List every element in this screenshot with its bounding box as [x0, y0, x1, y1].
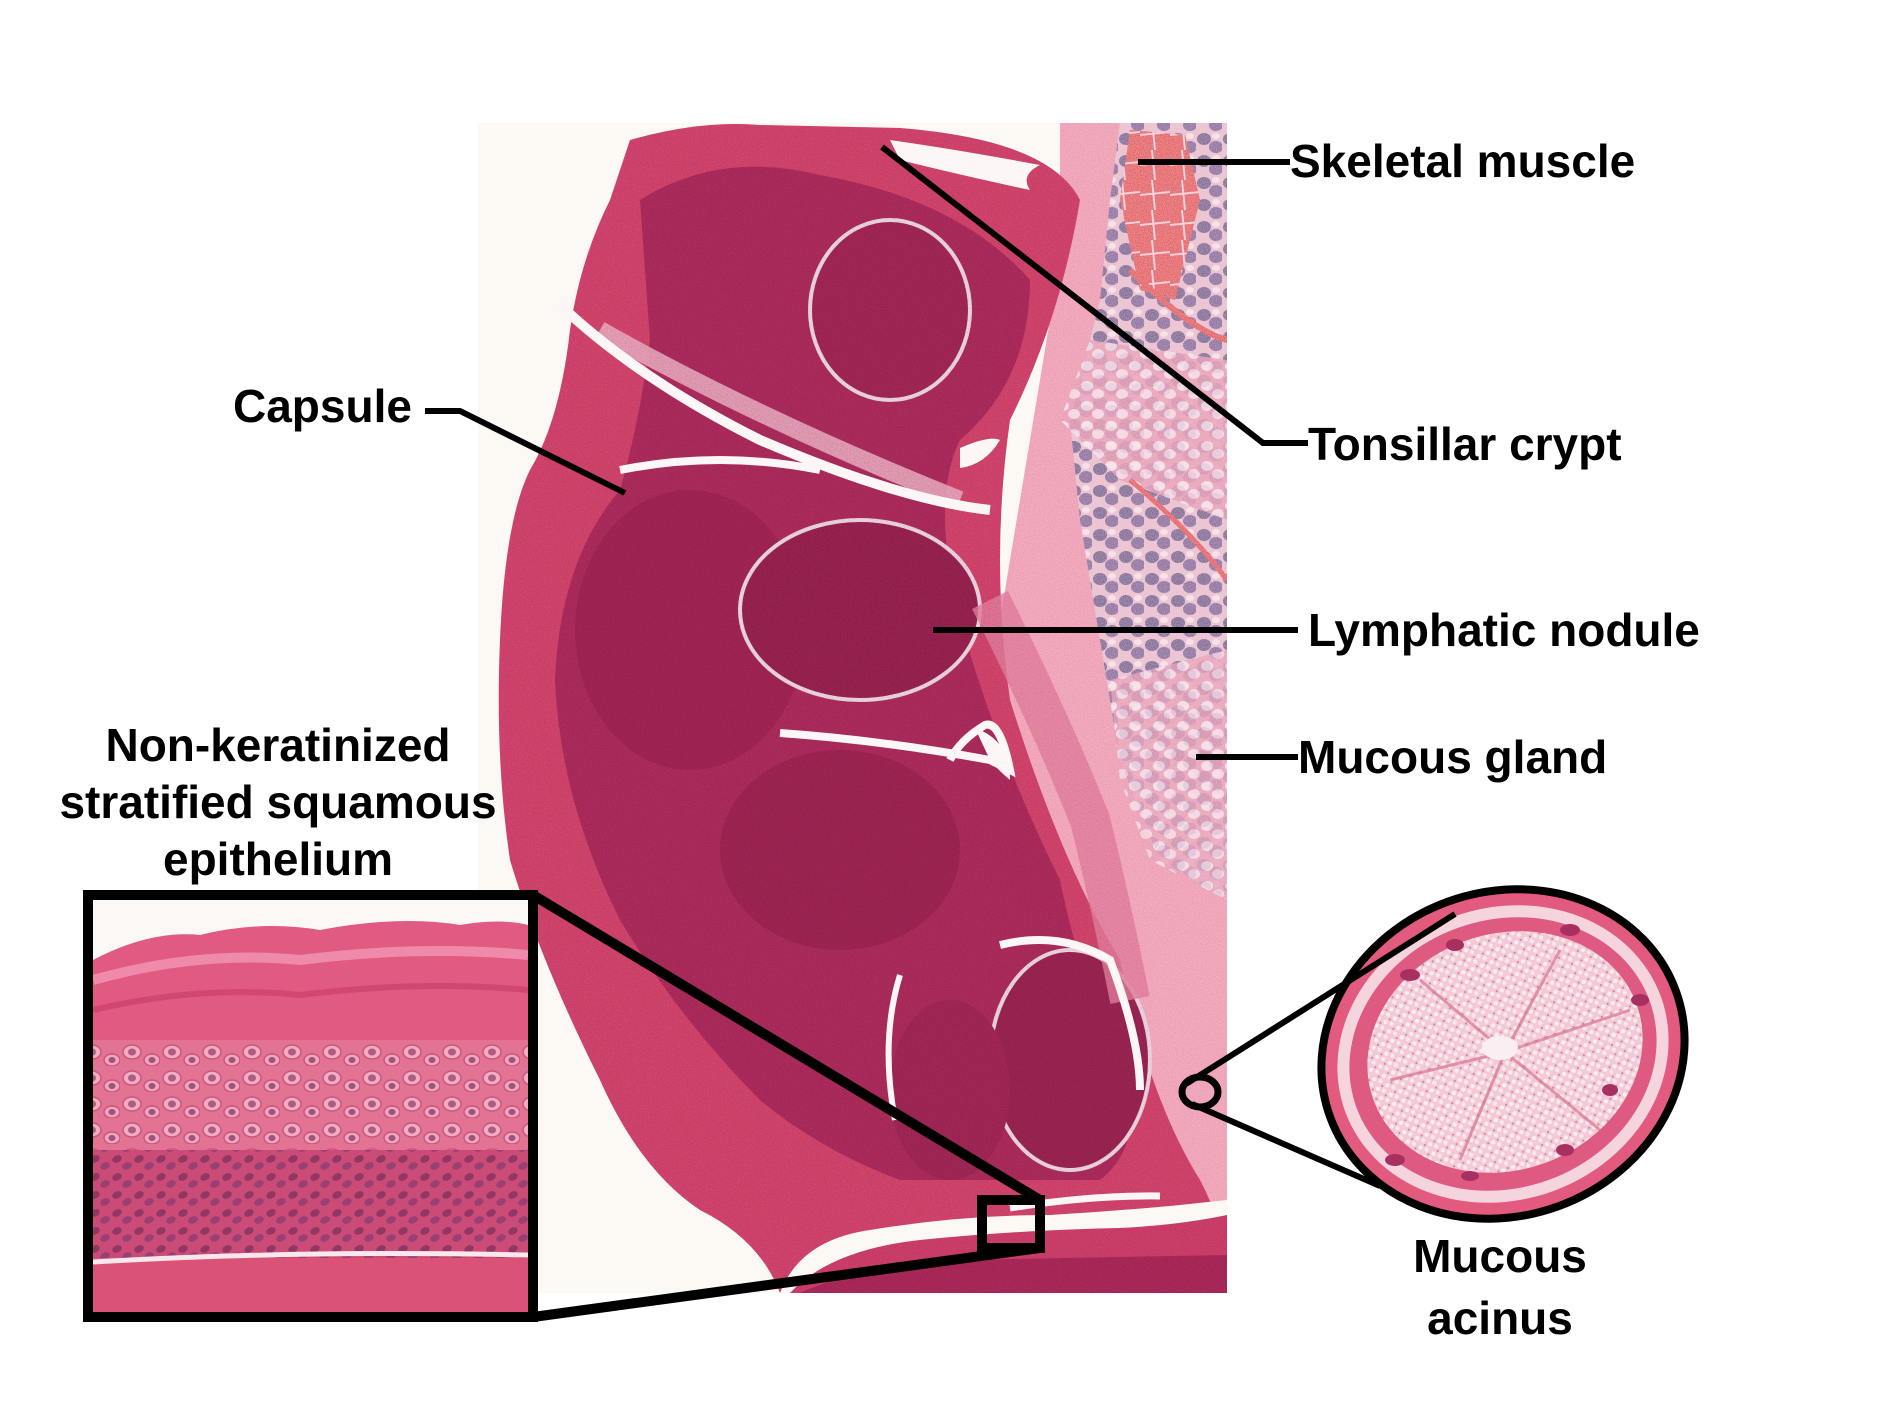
tissue-section-image — [478, 123, 1227, 1293]
capsule-leader-line — [425, 408, 627, 496]
acinus-inset-frame — [1317, 885, 1689, 1223]
epithelium-inset-image — [93, 900, 528, 1312]
acinus-connector-bottom — [1190, 1101, 1382, 1189]
label-skeletal-muscle: Skeletal muscle — [1290, 135, 1636, 187]
label-mucous-gland: Mucous gland — [1298, 731, 1608, 783]
label-epithelium: Non-keratinized stratified squamous epit… — [28, 717, 528, 888]
epithelium-connector-bottom — [532, 1243, 1041, 1322]
label-mucous-acinus-line1: Mucous — [1413, 1230, 1587, 1282]
label-mucous-acinus: Mucous acinus — [1400, 1225, 1600, 1349]
label-epithelium-line3: epithelium — [162, 833, 394, 885]
label-epithelium-line2: stratified squamous — [59, 776, 497, 828]
label-tonsillar-crypt: Tonsillar crypt — [1308, 418, 1622, 470]
label-mucous-acinus-line2: acinus — [1427, 1292, 1573, 1344]
acinus-inset-image — [1300, 870, 1710, 1240]
tonsillar-crypt-leader-line — [880, 144, 1308, 446]
label-lymphatic-nodule: Lymphatic nodule — [1308, 604, 1700, 656]
label-epithelium-line1: Non-keratinized — [105, 719, 451, 771]
epithelium-connector-top — [530, 890, 1043, 1205]
label-capsule: Capsule — [233, 380, 412, 432]
acinus-connector-top — [1184, 911, 1457, 1087]
epithelium-inset-frame — [83, 890, 538, 1322]
